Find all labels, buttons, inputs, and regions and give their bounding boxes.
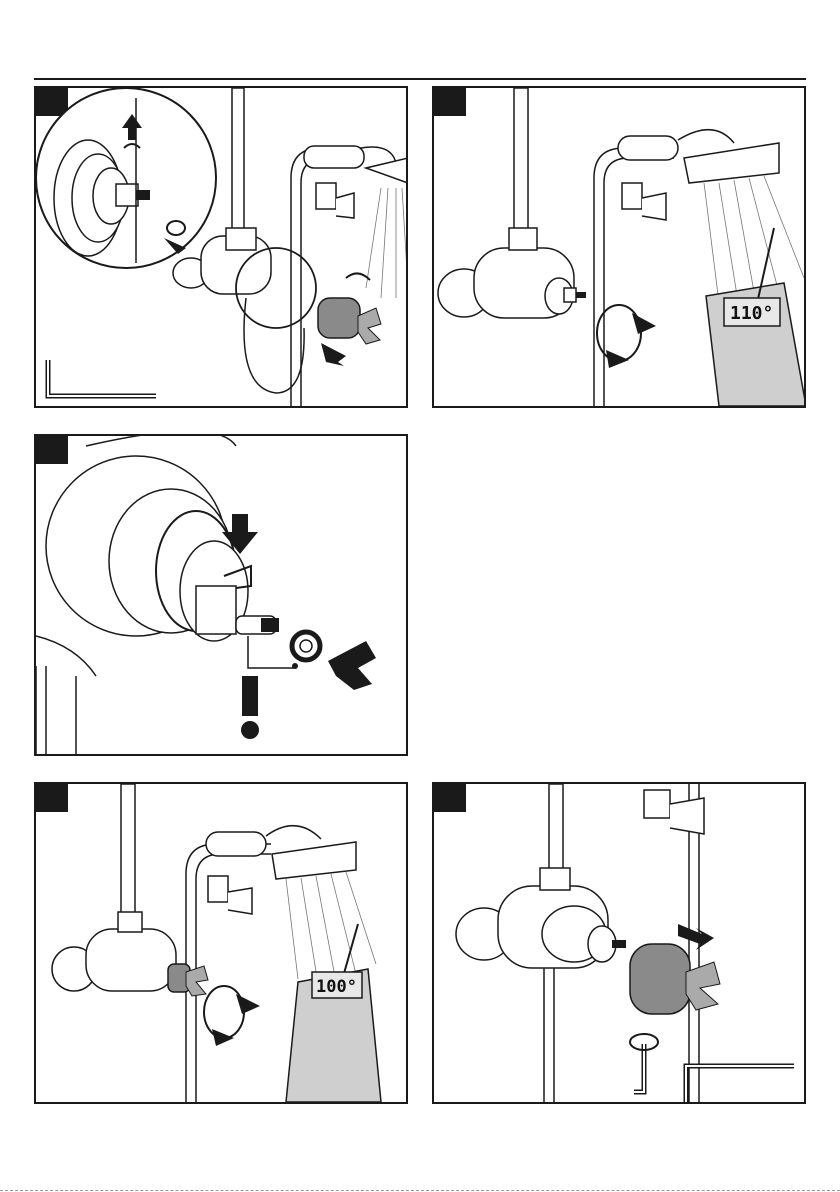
allen-key-icon: [634, 1044, 644, 1092]
illustration-verify-temperature: 100°: [36, 784, 408, 1104]
step-panel-cartridge-clip-detail: [34, 434, 408, 756]
illustration-cartridge-clip-detail: [36, 436, 408, 756]
step-panel-install-handle: [432, 782, 806, 1104]
allen-key-icon: [48, 360, 156, 396]
illustration-set-temperature: 110°: [434, 88, 806, 408]
thermometer-readout: 100°: [316, 977, 357, 997]
page-bottom-rule: [0, 1190, 840, 1191]
warning-exclamation-icon: [242, 676, 258, 716]
rotation-arrow-icon: [204, 986, 244, 1038]
step-panel-set-temperature: 110°: [432, 86, 806, 408]
header-rule: [34, 78, 806, 80]
illustration-install-handle: [434, 784, 806, 1104]
thermometer-readout: 110°: [730, 303, 773, 324]
rotation-arrow-icon: [346, 273, 370, 280]
step-panel-remove-handle: [34, 86, 408, 408]
push-arrow-icon: [678, 924, 714, 950]
illustration-remove-handle: [36, 88, 408, 408]
step-panel-verify-temperature: 100°: [34, 782, 408, 1104]
